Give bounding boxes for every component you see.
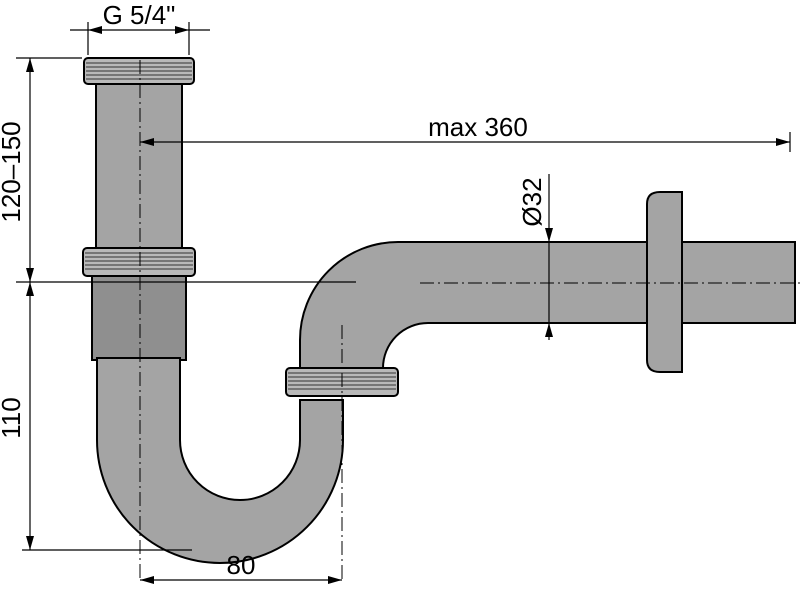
max-length-label: max 360 xyxy=(428,112,528,142)
tube-height-dimension: 120–150 xyxy=(0,57,200,283)
center-lines xyxy=(139,60,800,580)
slip-sleeve xyxy=(91,273,187,361)
tube-height-label: 120–150 xyxy=(0,121,26,222)
max-length-dimension: max 360 xyxy=(140,112,791,152)
diameter-dimension: Ø32 xyxy=(517,174,553,340)
upper-tube xyxy=(95,79,183,251)
offset-label: 80 xyxy=(227,550,256,580)
middle-nut xyxy=(82,247,196,277)
diameter-label: Ø32 xyxy=(517,177,547,226)
offset-dimension: 80 xyxy=(140,550,342,584)
u-bend xyxy=(96,357,344,564)
thread-label: G 5/4" xyxy=(103,0,176,30)
top-nut xyxy=(83,57,195,85)
trap-height-label: 110 xyxy=(0,397,26,438)
wall-rosette xyxy=(646,191,683,373)
thread-dimension: G 5/4" xyxy=(70,0,210,55)
trap-height-dimension: 110 xyxy=(0,282,192,551)
siphon-body xyxy=(91,79,796,564)
